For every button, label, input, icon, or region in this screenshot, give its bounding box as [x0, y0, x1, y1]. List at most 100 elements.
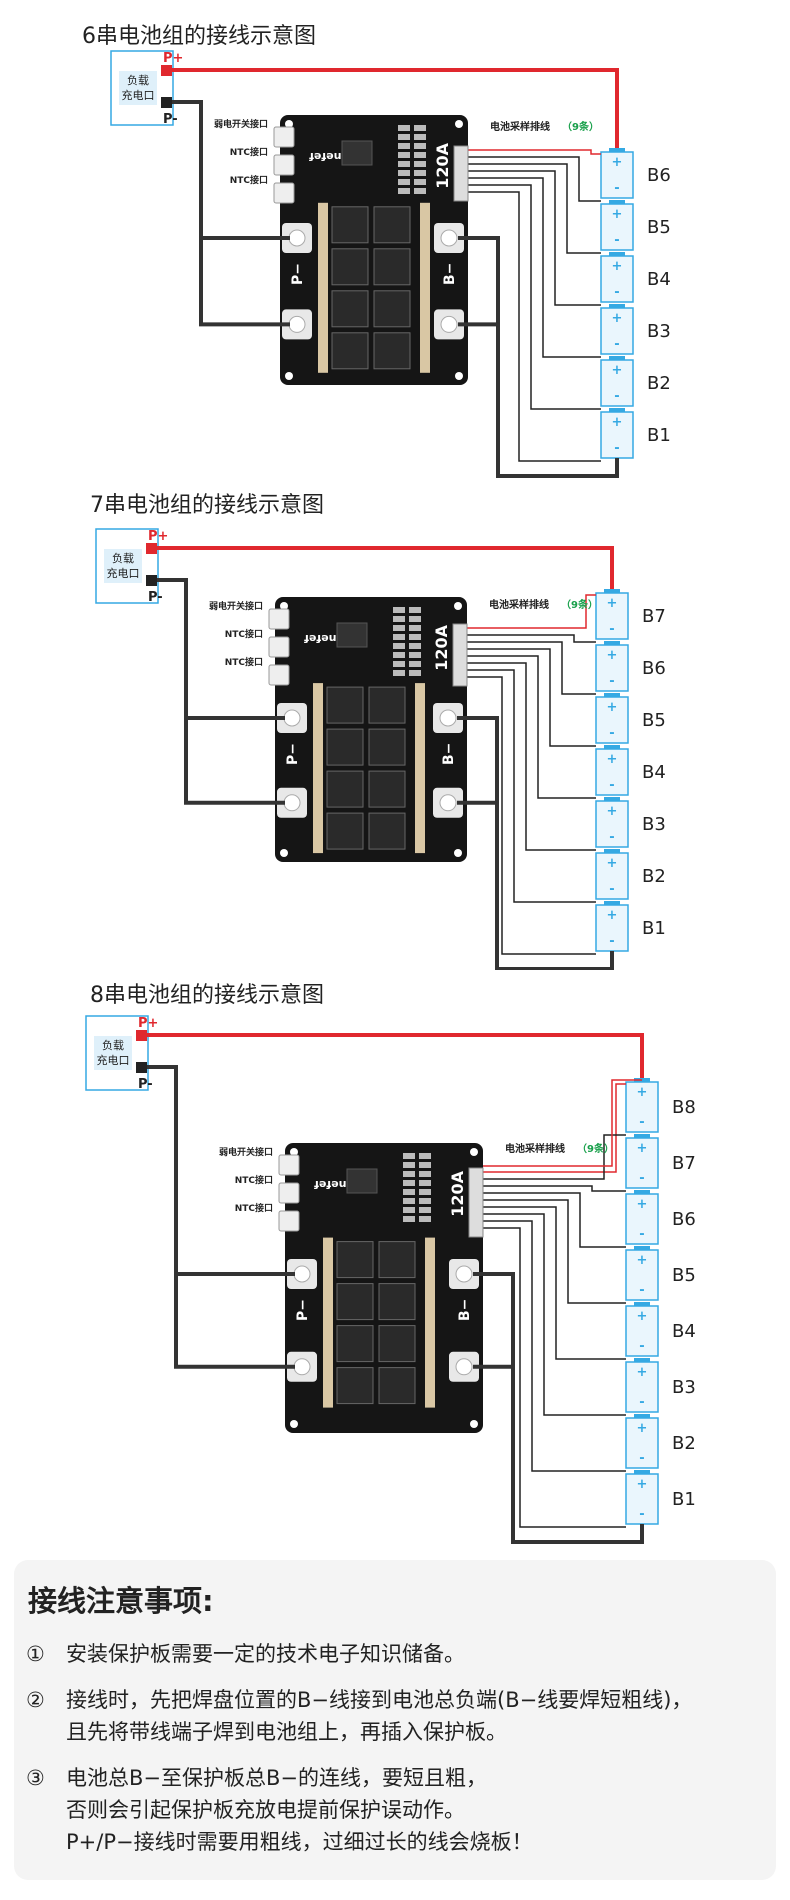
jst-connector [273, 182, 295, 204]
resistor [398, 161, 410, 167]
cell-terminal [604, 849, 620, 853]
ntc-port-label: NTC接口 [235, 1202, 273, 1214]
cell-terminal [609, 304, 625, 308]
resistor [409, 607, 421, 613]
ntc-port-label: NTC接口 [230, 174, 268, 186]
pad-hole [440, 315, 458, 333]
cell-minus-sign: - [609, 778, 614, 793]
note-number: ③ [26, 1766, 45, 1790]
diagram-title-7s: 7串电池组的接线示意图 [90, 493, 324, 518]
cell-label: B1 [642, 918, 666, 939]
p-minus-wire [174, 1274, 295, 1369]
cell-label: B6 [642, 658, 666, 679]
charge-port-label: 充电口 [97, 1053, 130, 1067]
pad-hole [439, 794, 457, 812]
cell-plus-sign: + [637, 1085, 648, 1100]
current-rating: 120A [433, 142, 452, 188]
mosfet [326, 770, 364, 808]
sampling-connector [452, 623, 468, 687]
sampling-wire [459, 641, 596, 695]
load-port-label-bg [119, 71, 157, 105]
p-minus-label: P- [163, 112, 178, 127]
sampling-wire [460, 170, 601, 306]
battery-cell [600, 203, 634, 251]
resistor [414, 161, 426, 167]
battery-cell [600, 411, 634, 459]
mosfet [331, 290, 369, 328]
resistor [414, 125, 426, 131]
resistor [403, 1171, 415, 1177]
cell-plus-sign: + [637, 1365, 648, 1380]
p-minus-label: P- [148, 590, 163, 605]
resistor [409, 625, 421, 631]
cell-minus-sign: - [609, 934, 614, 949]
p-plus-wire [147, 1033, 644, 1078]
cell-plus-sign: + [607, 856, 618, 871]
ic-chip [341, 140, 373, 166]
p-plus-wire [157, 546, 614, 589]
mosfet [368, 686, 406, 724]
p-minus-terminal [146, 575, 157, 586]
cell-minus-sign: - [609, 674, 614, 689]
cell-label: B4 [647, 269, 671, 290]
cell-label: B7 [642, 606, 666, 627]
mount-hole [454, 849, 462, 857]
sampling-connector [468, 1167, 484, 1238]
resistor [409, 670, 421, 676]
sampling-wire [475, 1213, 626, 1416]
mount-hole [285, 372, 293, 380]
sampling-wire [460, 149, 601, 155]
sampling-wire [459, 676, 596, 955]
sampling-wire [460, 177, 601, 358]
resistor [414, 143, 426, 149]
resistor [393, 634, 405, 640]
mount-hole [455, 372, 463, 380]
battery-cell [595, 644, 629, 692]
copper-bus [425, 1237, 435, 1408]
resistor [403, 1216, 415, 1222]
battery-cell [625, 1473, 659, 1525]
brand-logo: cnefef [309, 150, 348, 163]
p-minus-pad-label: P− [295, 1299, 311, 1321]
cell-plus-sign: + [612, 415, 623, 430]
cell-label: B5 [642, 710, 666, 731]
resistor [419, 1171, 431, 1177]
cell-minus-sign: - [639, 1395, 644, 1410]
sampling-cable-count: （9条） [561, 598, 598, 611]
pad-hole [455, 1265, 473, 1283]
p-minus-wire [157, 578, 285, 720]
brand-logo: cnefef [314, 1178, 353, 1191]
mosfet [336, 1325, 374, 1363]
cell-terminal [609, 252, 625, 256]
battery-cell [625, 1417, 659, 1469]
pad-hole [283, 709, 301, 727]
mosfet [331, 206, 369, 244]
battery-cell [625, 1137, 659, 1189]
resistor [409, 643, 421, 649]
b-minus-pad-label: B− [442, 263, 458, 285]
sampling-wire [459, 648, 596, 747]
copper-bus [323, 1237, 333, 1408]
resistor [403, 1207, 415, 1213]
mount-hole [280, 849, 288, 857]
mosfet [326, 812, 364, 850]
p-minus-wire [199, 238, 290, 327]
resistor [419, 1153, 431, 1159]
resistor [393, 661, 405, 667]
p-minus-pad-label: P− [285, 743, 301, 765]
mount-hole [280, 602, 288, 610]
cell-plus-sign: + [637, 1253, 648, 1268]
mount-hole [470, 1148, 478, 1156]
current-rating: 120A [432, 624, 451, 670]
p-plus-terminal [146, 543, 157, 554]
pad-hole [288, 315, 306, 333]
resistor [419, 1189, 431, 1195]
note-line: 否则会引起保护板充放电提前保护误动作。 [66, 1798, 465, 1822]
sampling-wire [459, 594, 596, 629]
wiring-diagram-8s: 负载充电口P+P-+-B8+-B7+-B6+-B5+-B4+-B3+-B2+-B… [85, 1015, 696, 1544]
cell-plus-sign: + [607, 700, 618, 715]
sampling-cable-label: 电池采样排线 [490, 120, 550, 133]
resistor [398, 134, 410, 140]
ntc-port-label: NTC接口 [230, 146, 268, 158]
mosfet [373, 332, 411, 370]
